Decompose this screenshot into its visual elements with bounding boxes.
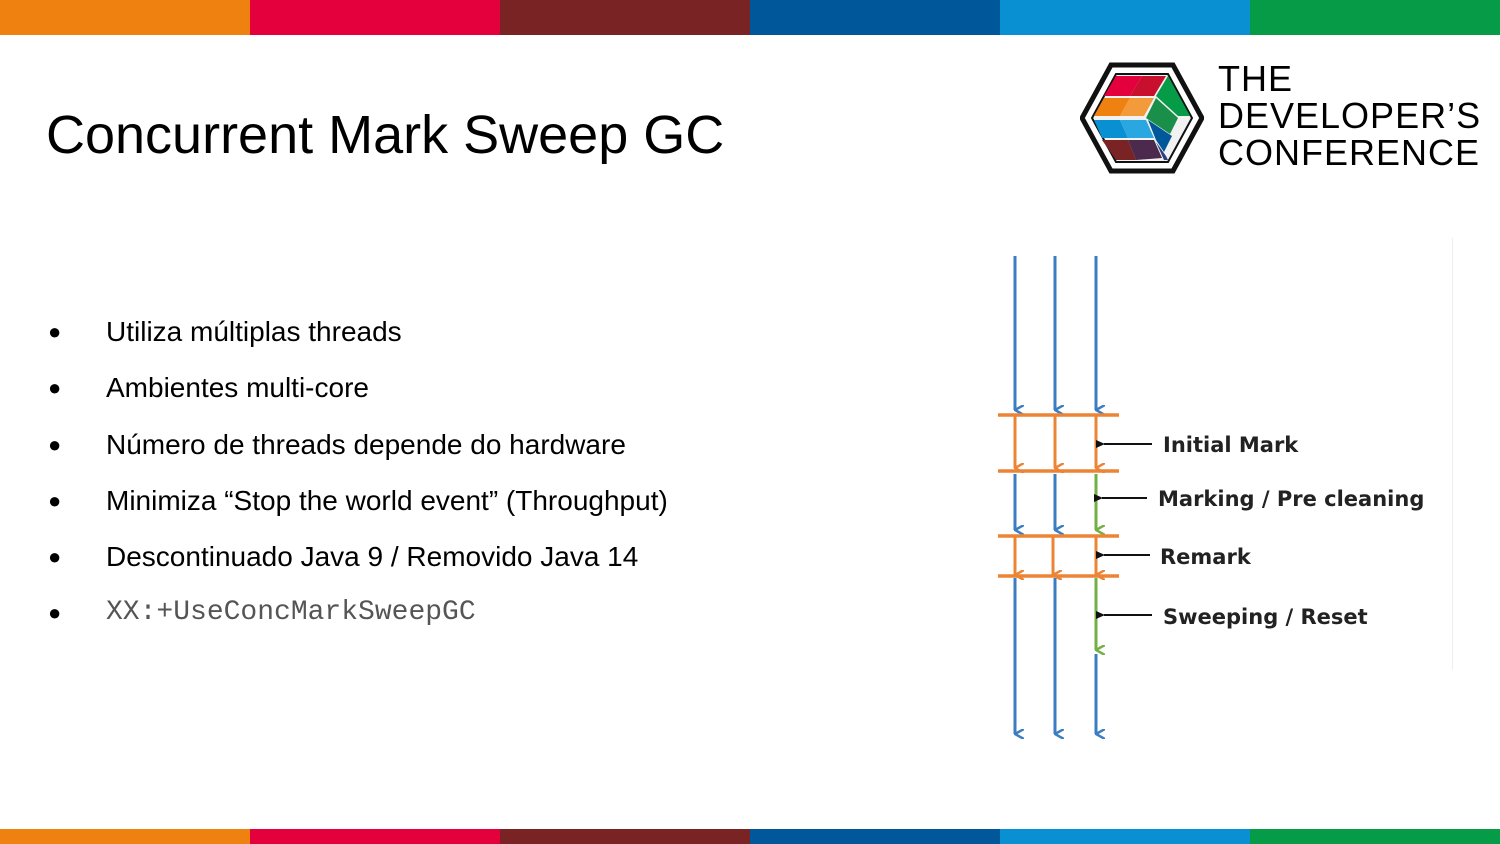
bullet-text: Ambientes multi-core: [106, 372, 369, 404]
stripe-segment: [250, 829, 500, 844]
bullet-text: Utiliza múltiplas threads: [106, 316, 402, 347]
phase-label-remark: Remark: [1160, 545, 1252, 569]
cms-gc-phase-diagram: Initial Mark Marking / Pre cleaning Rema…: [998, 256, 1424, 748]
bullet-text: Minimiza “Stop the world event” (Through…: [106, 484, 668, 516]
stripe-segment: [750, 0, 1000, 35]
bullet-icon: ●: [48, 431, 62, 457]
bullet-icon: ●: [48, 319, 62, 344]
logo-line: DEVELOPER’S: [1218, 95, 1482, 136]
stripe-segment: [1250, 829, 1500, 844]
stripe-segment: [250, 0, 500, 35]
phase-label-marking: Marking / Pre cleaning: [1158, 487, 1424, 511]
stripe-segment: [1250, 0, 1500, 35]
stripe-segment: [1000, 829, 1250, 844]
stripe-segment: [500, 829, 750, 844]
phase-label-sweeping: Sweeping / Reset: [1163, 605, 1368, 629]
bottom-color-stripe: [0, 829, 1500, 844]
cube-logo-icon: [1080, 62, 1204, 174]
stripe-segment: [500, 0, 750, 35]
diagram-frame-edge: [1452, 238, 1453, 670]
stripe-segment: [0, 0, 250, 35]
logo-line: CONFERENCE: [1218, 132, 1481, 173]
conference-logo: THE DEVELOPER’S CONFERENCE: [1080, 60, 1480, 175]
bullet-icon: ●: [48, 487, 62, 513]
bullet-icon: ●: [48, 544, 62, 570]
bullet-icon: ●: [48, 375, 62, 401]
logo-line: THE: [1218, 58, 1293, 99]
bullet-icon: ●: [48, 600, 62, 626]
phase-label-initial-mark: Initial Mark: [1163, 433, 1299, 457]
logo-wordmark: THE DEVELOPER’S CONFERENCE: [1218, 60, 1481, 171]
bullet-text: Descontinuado Java 9 / Removido Java 14: [106, 541, 639, 573]
stripe-segment: [1000, 0, 1250, 35]
jvm-flag-text: XX:+UseConcMarkSweepGC: [106, 597, 476, 629]
stripe-segment: [0, 829, 250, 844]
bullet-text: Número de threads depende do hardware: [106, 428, 626, 460]
top-color-stripe: [0, 0, 1500, 35]
stripe-segment: [750, 829, 1000, 844]
slide-title: Concurrent Mark Sweep GC: [46, 105, 725, 165]
